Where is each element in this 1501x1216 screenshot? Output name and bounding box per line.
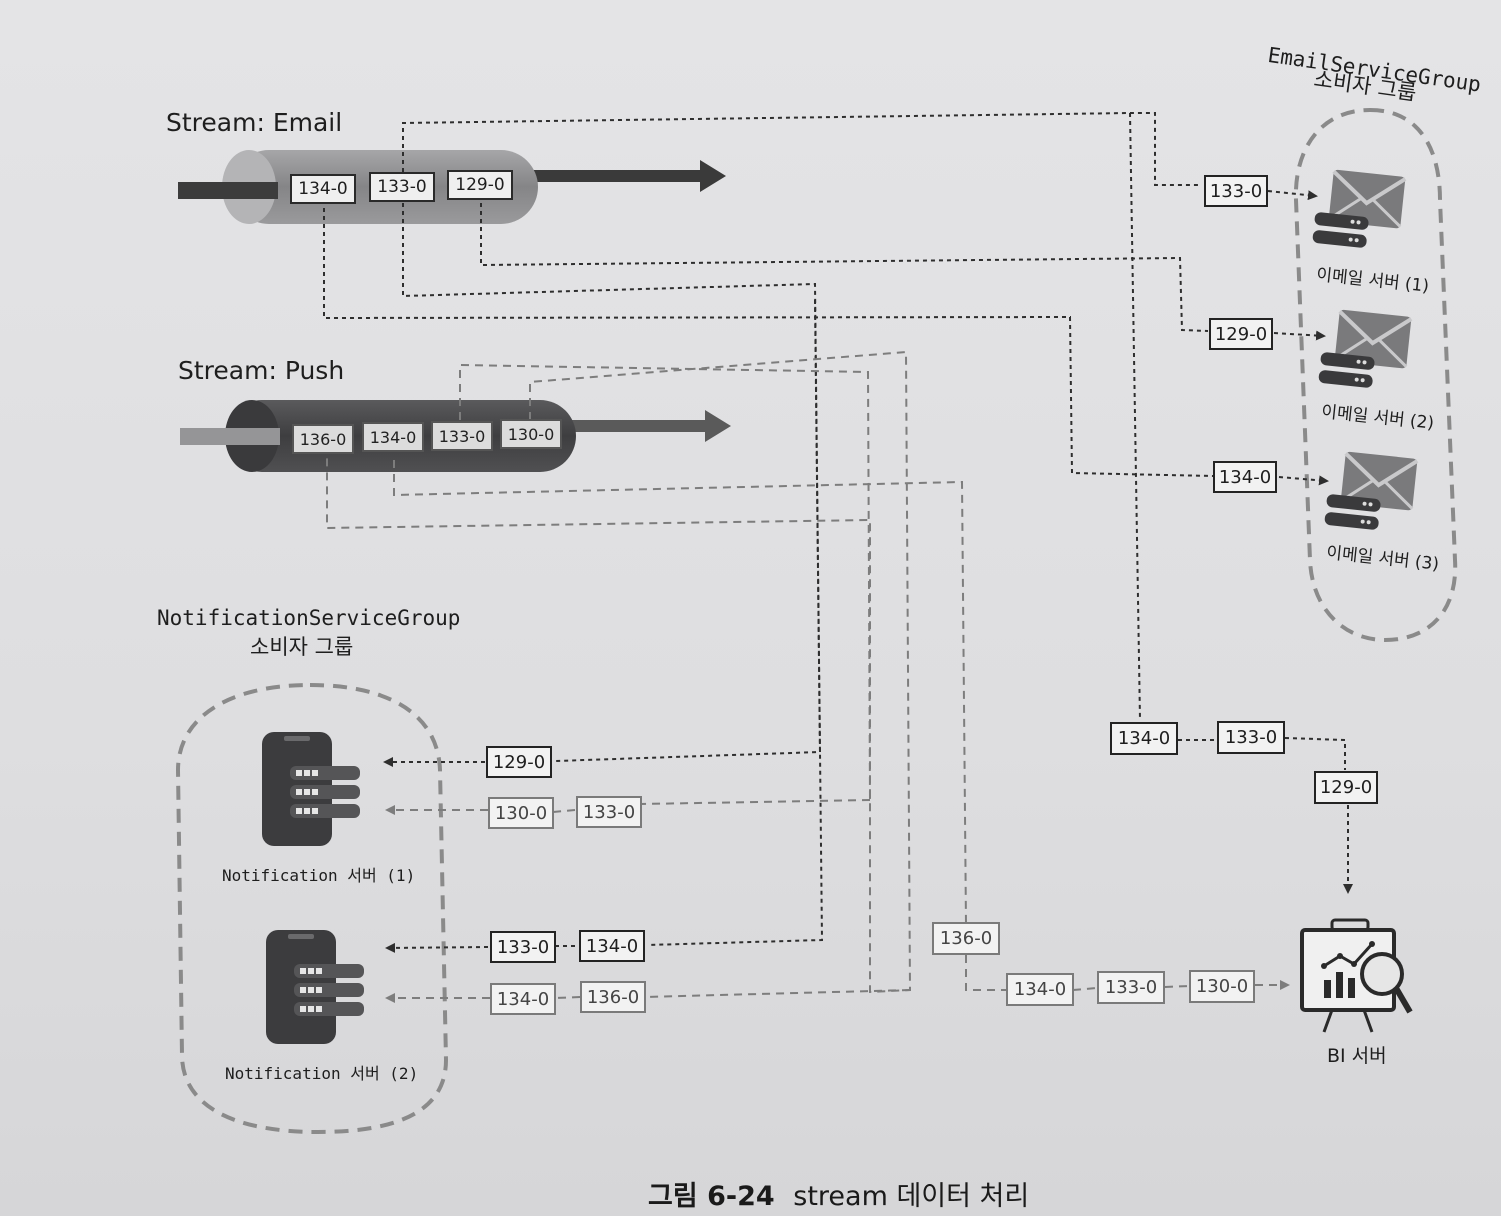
notification-server-1-push-message: 133-0 xyxy=(576,796,642,828)
notification-server-2-email-message: 134-0 xyxy=(579,930,645,962)
bi-email-message: 134-0 xyxy=(1110,722,1178,755)
bi-email-message: 129-0 xyxy=(1314,771,1378,804)
push-stream-message: 133-0 xyxy=(431,421,493,451)
push-stream-title: Stream: Push xyxy=(178,356,345,385)
notification-group-title: NotificationServiceGroup xyxy=(157,606,461,630)
notification-server-1-push-message: 130-0 xyxy=(488,797,554,829)
email-server-2-icon xyxy=(1318,309,1413,388)
email-server-3-icon xyxy=(1324,451,1419,530)
notification-server-1-email-message: 129-0 xyxy=(486,746,552,778)
bi-email-message: 133-0 xyxy=(1217,721,1285,754)
bi-push-message: 134-0 xyxy=(1006,973,1074,1006)
push-stream-arrow xyxy=(560,410,731,442)
bi-push-message: 133-0 xyxy=(1097,971,1165,1004)
figure-number: 그림 6-24 xyxy=(648,1181,775,1212)
email-server-2-message: 129-0 xyxy=(1209,318,1273,350)
email-server-1-icon xyxy=(1312,169,1407,248)
bi-push-message: 130-0 xyxy=(1189,970,1255,1003)
push-stream-message: 130-0 xyxy=(500,419,562,449)
figure-caption-text: stream 데이터 처리 xyxy=(793,1181,1030,1212)
notification-group-outline xyxy=(175,682,449,1135)
notification-server-1-icon xyxy=(262,732,360,846)
email-server-3-message: 134-0 xyxy=(1213,461,1277,493)
notification-server-2-icon xyxy=(266,930,364,1044)
email-stream-message: 129-0 xyxy=(447,170,513,200)
bi-chart-board-icon xyxy=(1300,918,1413,1033)
push-connectors xyxy=(326,350,1290,1003)
notification-server-2-push-message: 134-0 xyxy=(490,983,556,1015)
notification-server-1-label: Notification 서버 (1) xyxy=(222,866,416,885)
email-group-outline xyxy=(1293,107,1458,643)
bi-push-message: 136-0 xyxy=(932,922,1000,955)
notification-server-2-email-message: 133-0 xyxy=(490,931,556,963)
bi-server-label: BI 서버 xyxy=(1327,1045,1387,1067)
notification-server-2-push-message: 136-0 xyxy=(580,981,646,1013)
email-stream-arrow xyxy=(530,160,726,192)
figure-caption: 그림 6-24 stream 데이터 처리 xyxy=(648,1174,1029,1213)
email-stream-message: 134-0 xyxy=(290,174,356,204)
email-connectors xyxy=(323,112,1353,953)
notification-server-2-label: Notification 서버 (2) xyxy=(225,1064,419,1083)
push-stream-message: 136-0 xyxy=(292,424,354,454)
push-stream-message: 134-0 xyxy=(362,422,424,452)
notification-group-subtitle: 소비자 그룹 xyxy=(250,635,354,659)
email-server-1-message: 133-0 xyxy=(1204,175,1268,207)
email-stream-message: 133-0 xyxy=(369,172,435,202)
email-stream-title: Stream: Email xyxy=(166,108,343,137)
